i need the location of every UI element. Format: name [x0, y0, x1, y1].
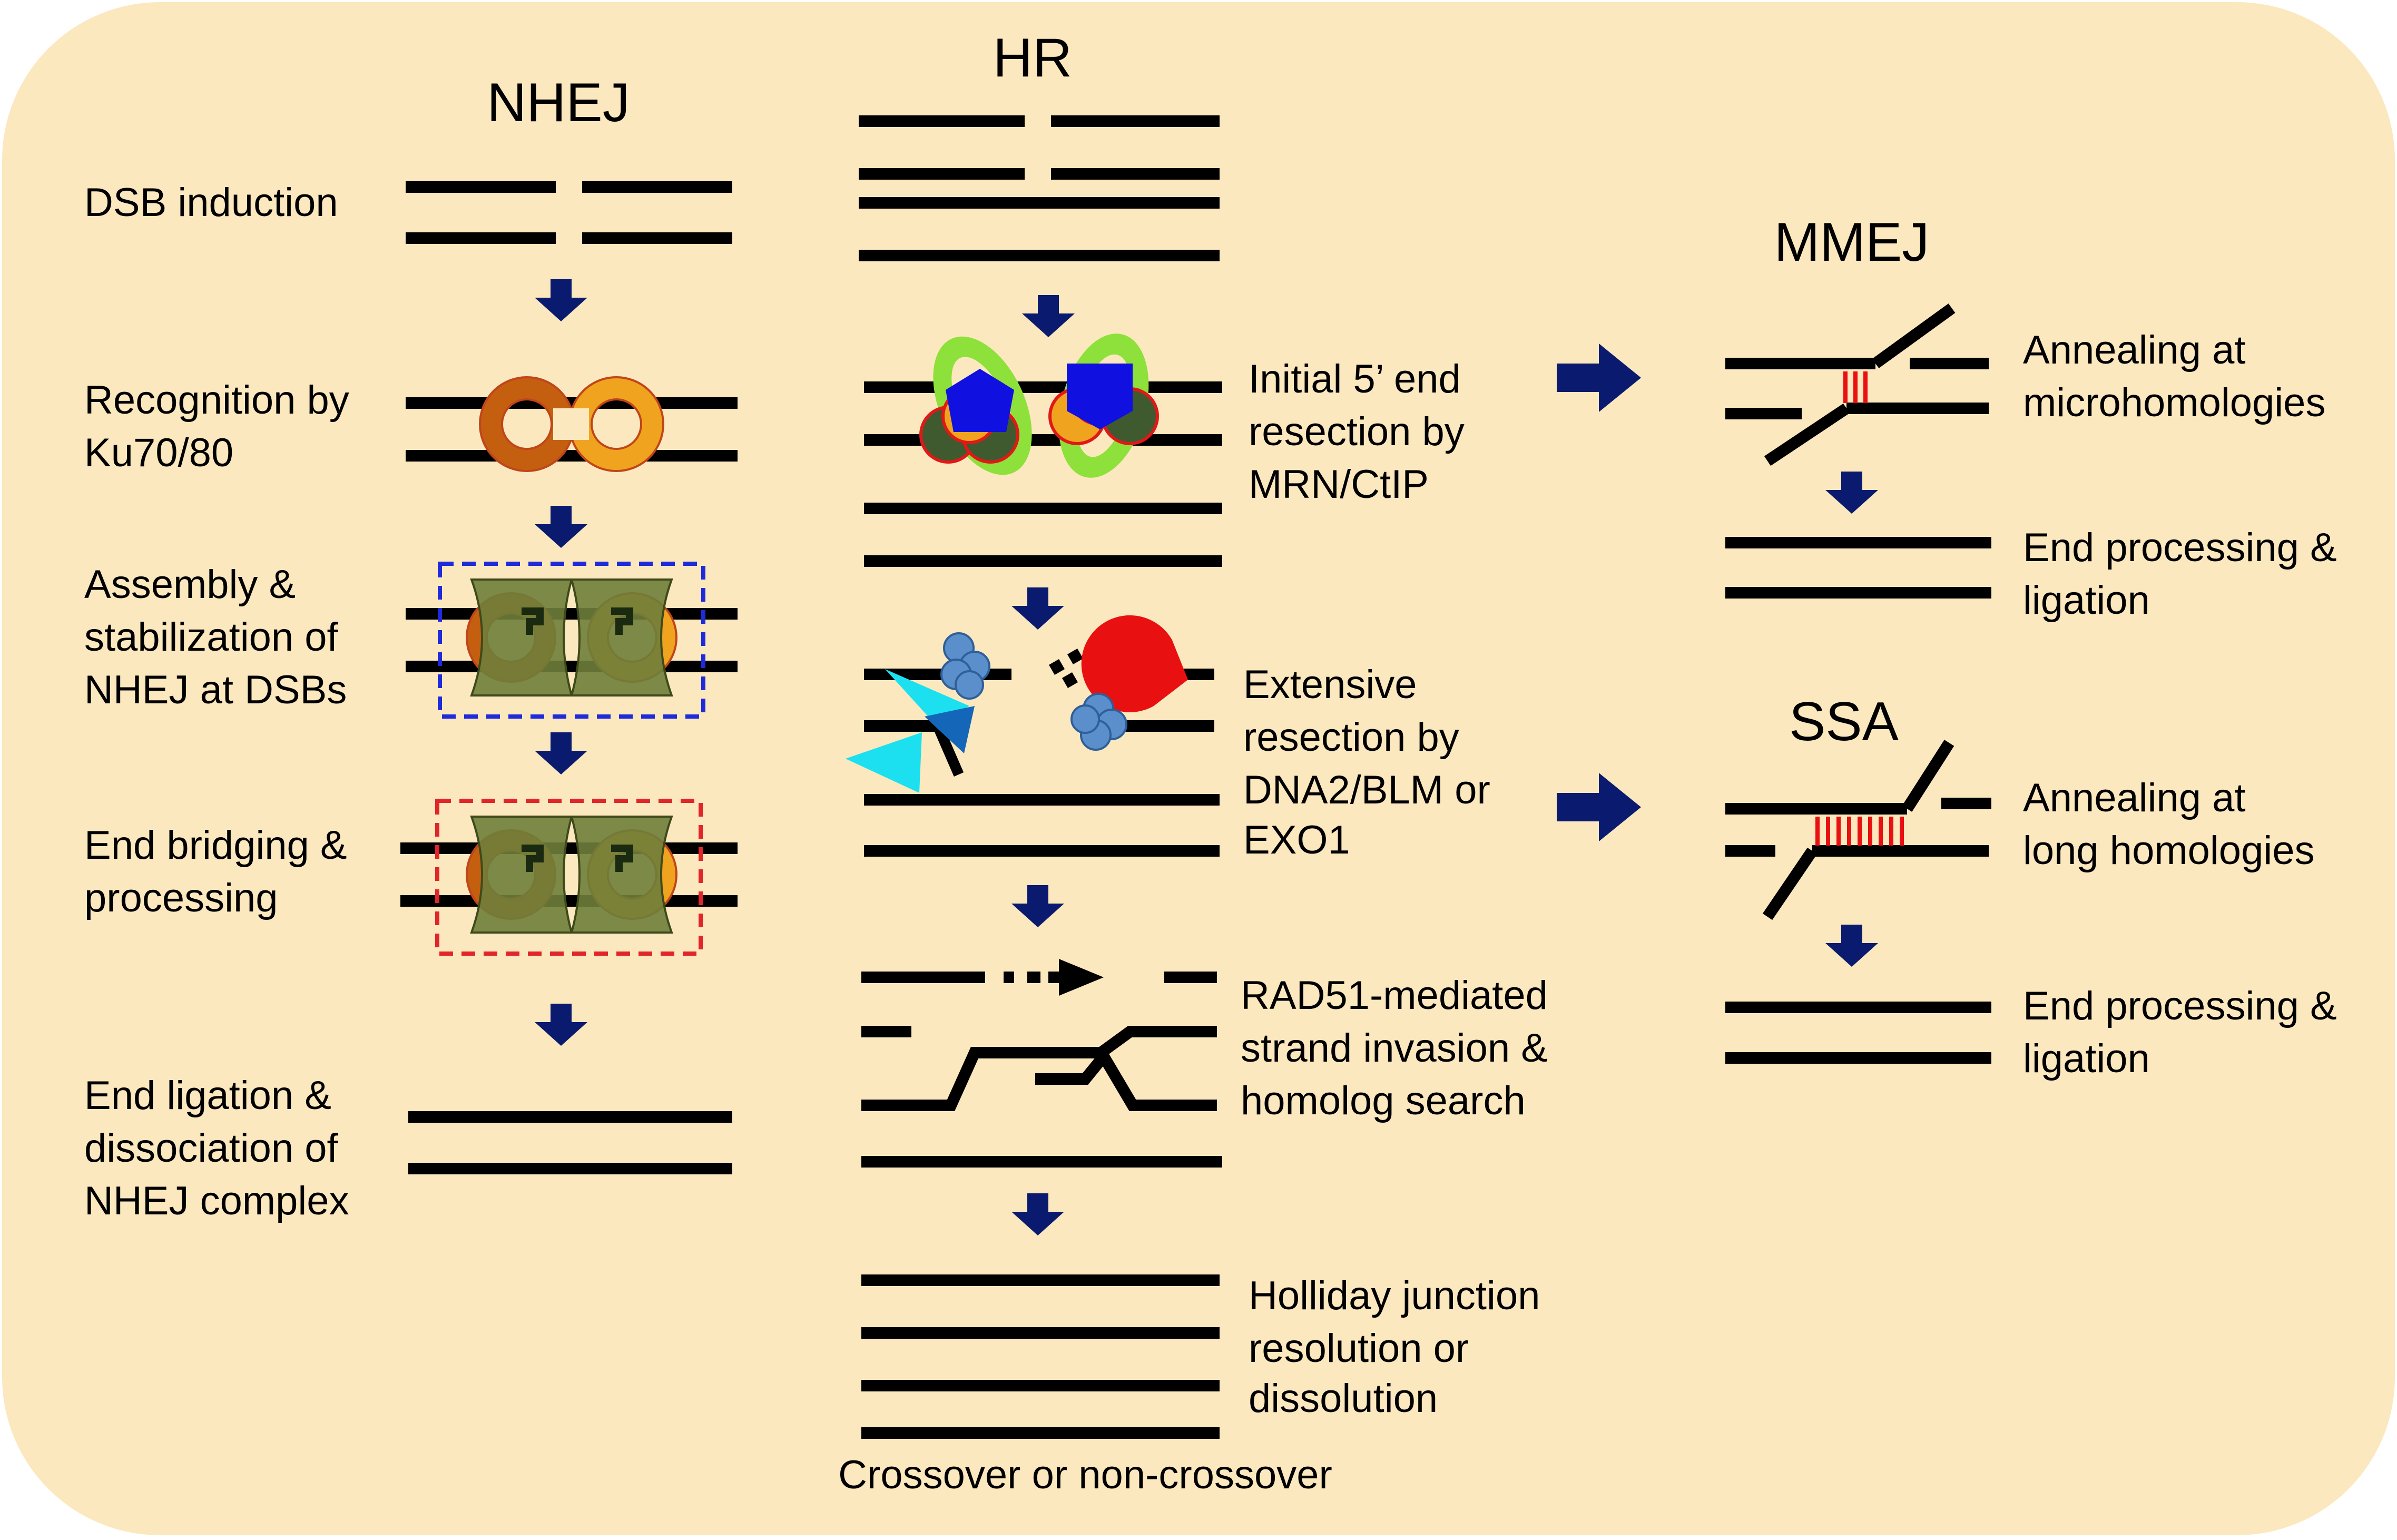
right-arrow-icon	[1557, 344, 1641, 412]
nhej-dna-step5	[408, 1111, 732, 1174]
mmej-title: MMEJ	[1774, 212, 1930, 273]
svg-text:Extensive: Extensive	[1243, 662, 1417, 707]
nhej-title: NHEJ	[487, 72, 630, 133]
svg-text:End processing &: End processing &	[2023, 525, 2337, 570]
svg-text:RAD51-mediated: RAD51-mediated	[1241, 973, 1548, 1018]
svg-text:dissolution: dissolution	[1249, 1376, 1438, 1421]
svg-text:EXO1: EXO1	[1243, 818, 1350, 862]
nhej-step2-label: Recognition by Ku70/80	[84, 378, 349, 475]
svg-text:Ku70/80: Ku70/80	[84, 430, 233, 475]
down-arrow-icon	[1011, 587, 1064, 630]
nhej-step1-label: DSB induction	[84, 180, 338, 225]
down-arrow-icon	[1825, 472, 1878, 514]
ctip-pentagon-icon	[946, 369, 1014, 432]
nhej-dna-step1	[406, 181, 732, 244]
svg-text:dissociation of: dissociation of	[84, 1126, 338, 1171]
svg-text:Assembly &: Assembly &	[84, 562, 296, 607]
down-arrow-icon	[535, 1004, 587, 1046]
down-arrow-icon	[535, 732, 587, 774]
dna2-triangle-icon	[846, 732, 922, 793]
ssa-step1-label: Annealing at long homologies	[2023, 776, 2315, 873]
svg-text:MRN/CtIP: MRN/CtIP	[1249, 462, 1429, 507]
down-arrow-icon	[535, 506, 587, 548]
svg-text:stabilization of: stabilization of	[84, 615, 338, 660]
assembly-highlight-box	[438, 562, 705, 719]
svg-text:Initial 5’ end: Initial 5’ end	[1249, 357, 1461, 401]
svg-text:NHEJ complex: NHEJ complex	[84, 1179, 349, 1223]
svg-text:End processing &: End processing &	[2023, 984, 2337, 1028]
mmej-step2-label: End processing & ligation	[2023, 525, 2337, 623]
ssa-step2-label: End processing & ligation	[2023, 984, 2337, 1081]
nhej-bridging-complex	[435, 799, 703, 956]
svg-text:Recognition by: Recognition by	[84, 378, 349, 423]
nhej-dna-step3	[406, 608, 738, 672]
svg-text:Holliday junction: Holliday junction	[1249, 1273, 1540, 1318]
svg-text:DSB induction: DSB induction	[84, 180, 338, 225]
hr-step5-label: Holliday junction resolution or dissolut…	[1249, 1273, 1540, 1421]
blm-triangle-icon	[925, 706, 975, 753]
svg-text:End bridging &: End bridging &	[84, 823, 347, 868]
svg-text:DNA2/BLM or: DNA2/BLM or	[1243, 768, 1490, 812]
hr-dna-step1	[859, 115, 1220, 261]
dna-pkcs-right	[570, 578, 673, 697]
mrn-ctip-complex-right	[1048, 333, 1159, 478]
ssa-dna-ligated	[1725, 1002, 1991, 1064]
hr-footer-label: Crossover or non-crossover	[838, 1453, 1332, 1497]
svg-text:processing: processing	[84, 876, 278, 920]
ssa-dna-annealing	[1725, 740, 1991, 920]
mmej-microhomology-bonds	[1843, 371, 1868, 403]
svg-text:Annealing at: Annealing at	[2023, 328, 2246, 372]
svg-text:ligation: ligation	[2023, 1036, 2150, 1081]
bridging-highlight-box	[435, 799, 703, 956]
hr-title: HR	[993, 27, 1072, 89]
down-arrow-icon	[1825, 925, 1878, 967]
down-arrows	[535, 279, 1878, 1235]
ssa-homology-bonds	[1815, 817, 1904, 846]
nhej-step4-label: End bridging & processing	[84, 823, 347, 920]
ku-heterodimer	[479, 376, 664, 472]
hr-dna-step5	[861, 1274, 1220, 1439]
down-arrow-icon	[1011, 885, 1064, 927]
nhej-step5-label: End ligation & dissociation of NHEJ comp…	[84, 1073, 349, 1223]
svg-text:Annealing at: Annealing at	[2023, 776, 2246, 820]
right-arrow-icon	[1557, 773, 1641, 841]
invasion-arrowhead-icon	[1059, 959, 1104, 996]
svg-text:NHEJ at DSBs: NHEJ at DSBs	[84, 668, 347, 712]
right-arrows	[1557, 344, 1641, 841]
nhej-dna-step4	[400, 842, 738, 907]
hr-dna-step4	[861, 972, 1222, 1168]
svg-text:resection by: resection by	[1249, 409, 1465, 454]
svg-text:long homologies: long homologies	[2023, 828, 2315, 873]
mrn-shape-icon	[1067, 364, 1133, 429]
down-arrow-icon	[1022, 295, 1075, 337]
exo1-complex	[1048, 615, 1188, 751]
svg-text:resection by: resection by	[1243, 715, 1459, 760]
down-arrow-icon	[1011, 1193, 1064, 1235]
nhej-assembly-complex	[438, 562, 705, 719]
svg-text:resolution or: resolution or	[1249, 1326, 1469, 1371]
hr-step4-label: RAD51-mediated strand invasion & homolog…	[1241, 973, 1548, 1123]
svg-text:strand invasion &: strand invasion &	[1241, 1026, 1548, 1071]
svg-text:homolog search: homolog search	[1241, 1078, 1526, 1123]
mmej-dna-ligated	[1725, 537, 1991, 599]
down-arrow-icon	[535, 279, 587, 321]
ssa-title: SSA	[1789, 691, 1899, 752]
svg-text:ligation: ligation	[2023, 578, 2150, 623]
hr-step3-label: Extensive resection by DNA2/BLM or EXO1	[1243, 662, 1490, 862]
ku80-icon	[558, 376, 664, 472]
nhej-dna-step2	[406, 397, 738, 462]
mrn-ctip-complex-left	[919, 336, 1032, 475]
nhej-step3-label: Assembly & stabilization of NHEJ at DSBs	[84, 562, 347, 712]
mmej-dna-annealing	[1725, 303, 1989, 466]
hr-step2-label: Initial 5’ end resection by MRN/CtIP	[1249, 357, 1465, 507]
mmej-step1-label: Annealing at microhomologies	[2023, 328, 2325, 425]
exo1-pacman-icon	[1081, 615, 1188, 712]
dna-pkcs-left	[470, 578, 573, 697]
svg-text:microhomologies: microhomologies	[2023, 380, 2325, 425]
dna2-blm-complex	[846, 632, 990, 793]
svg-text:End ligation &: End ligation &	[84, 1073, 331, 1118]
